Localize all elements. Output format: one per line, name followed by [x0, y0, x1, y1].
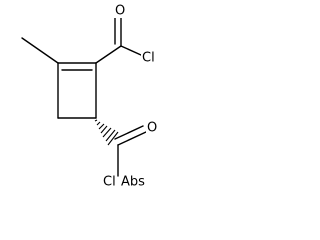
atom-label-cl-top: Cl: [142, 51, 155, 66]
atom-label-o-bottom: O: [147, 121, 157, 136]
bond-methyl: [21, 37, 59, 64]
bond-c2-carbonyl-top: [95, 45, 122, 64]
bond-carbonyl-o-bottom: [117, 131, 147, 146]
stereo-abs-label: Abs: [121, 175, 145, 190]
atom-label-cl-bottom: Cl: [103, 175, 116, 190]
bond-carbonyl-o-bottom-double: [114, 125, 144, 140]
structure-diagram: O Cl O Cl Abs: [21, 3, 163, 190]
hashed-wedge-bond: [94, 119, 119, 146]
atom-label-o-top: O: [115, 4, 125, 19]
bond-carbonyl-cl-top: [120, 45, 142, 56]
